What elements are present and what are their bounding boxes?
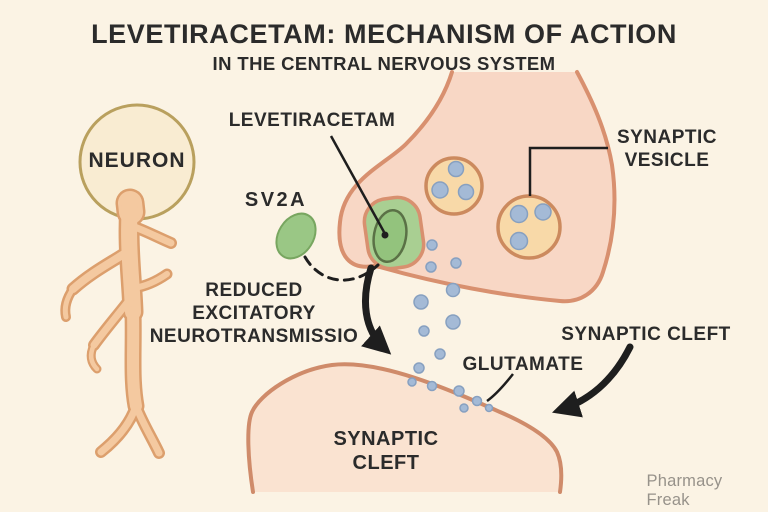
glutamate-molecule	[509, 231, 529, 251]
glutamate-dots-group	[407, 239, 494, 413]
glutamate-molecule	[534, 203, 552, 221]
reduced-label-line2: EXCITATORY	[192, 303, 316, 324]
levetiracetam-label: LEVETIRACETAM	[228, 110, 396, 131]
glutamate-molecule	[407, 377, 417, 387]
glutamate-molecule	[425, 261, 437, 273]
synaptic-vesicle-label-line2: VESICLE	[624, 150, 710, 171]
levetiracetam-pointer-line	[329, 135, 386, 233]
glutamate-molecule	[459, 403, 469, 413]
synaptic-vesicle-pointer-line	[528, 146, 608, 196]
reduced-label-line3: NEUROTRANSMISSIO	[149, 326, 359, 347]
glutamate-molecule	[484, 403, 494, 413]
glutamate-molecule	[453, 385, 465, 397]
synaptic-cleft-arrow	[552, 343, 634, 418]
postsynaptic-neuron	[246, 362, 564, 494]
synaptic-vesicle	[496, 194, 562, 260]
cleft-bottom-line2: CLEFT	[352, 452, 420, 474]
levetiracetam-pointer-dot	[381, 231, 389, 239]
glutamate-molecule	[445, 314, 461, 330]
synaptic-vesicle	[424, 156, 484, 216]
glutamate-molecule	[413, 294, 429, 310]
glutamate-molecule	[445, 282, 461, 298]
glutamate-molecule	[457, 183, 475, 201]
glutamate-molecule	[413, 362, 425, 374]
glutamate-molecule	[431, 181, 449, 199]
glutamate-molecule	[450, 257, 462, 269]
glutamate-pointer-line	[486, 373, 514, 403]
sv2a-protein	[275, 212, 317, 260]
synaptic-vesicle-label-line1: SYNAPTIC	[616, 127, 718, 148]
glutamate-label: GLUTAMATE	[462, 354, 584, 375]
watermark: Pharmacy Freak	[646, 472, 723, 509]
glutamate-molecule	[447, 160, 465, 178]
levetiracetam-bound-drug	[372, 208, 408, 264]
vesicle-membrane	[496, 194, 562, 260]
reduced-label-line1: REDUCED	[205, 280, 303, 301]
sv2a-translocation-dashed-path	[303, 255, 380, 282]
glutamate-molecule	[434, 348, 446, 360]
reduced-transmission-arrow	[361, 264, 392, 355]
glutamate-molecule	[426, 239, 438, 251]
glutamate-molecule	[471, 395, 483, 407]
page-subtitle: IN THE CENTRAL NERVOUS SYSTEM	[212, 53, 556, 74]
synaptic-cleft-right-label: SYNAPTIC CLEFT	[561, 324, 731, 345]
axon	[62, 191, 175, 457]
sv2a-label: SV2A	[244, 189, 308, 211]
synaptic-vesicles-group	[424, 156, 562, 260]
glutamate-molecule	[426, 380, 438, 392]
neuron-label: NEURON	[88, 149, 186, 172]
glutamate-molecule	[418, 325, 430, 337]
glutamate-molecule	[509, 204, 529, 224]
page-title: LEVETIRACETAM: MECHANISM OF ACTION	[91, 19, 677, 49]
cleft-bottom-line1: SYNAPTIC	[333, 428, 439, 450]
